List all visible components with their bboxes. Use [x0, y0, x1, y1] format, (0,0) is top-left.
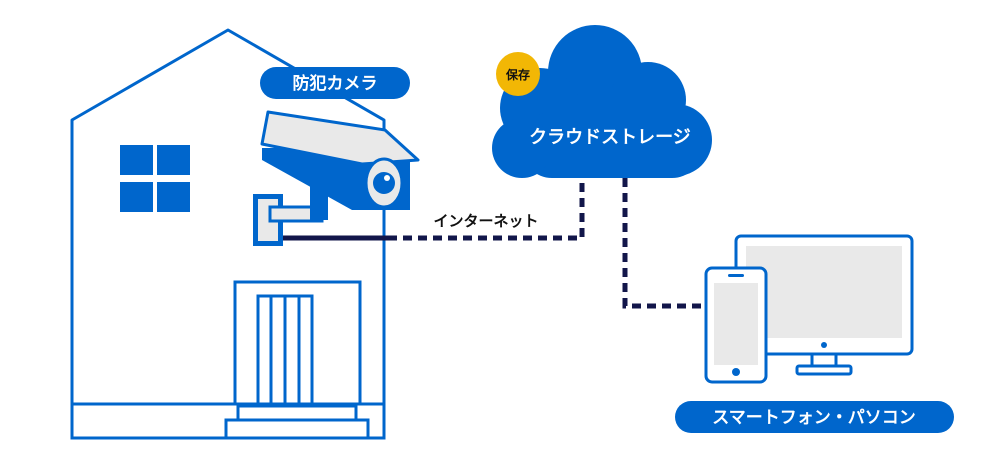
monitor-icon	[734, 234, 914, 376]
devices-label-text: スマートフォン・パソコン	[712, 408, 916, 428]
save-badge-text: 保存	[505, 67, 530, 82]
internet-label: インターネット	[433, 212, 538, 230]
internet-link	[388, 178, 585, 241]
connection-lines	[280, 178, 714, 309]
cloud-label: クラウドストレージ	[529, 127, 691, 148]
camera-label: 防犯カメラ	[260, 67, 410, 99]
smartphone-icon	[704, 266, 768, 384]
security-camera-icon	[253, 110, 420, 246]
house-window	[120, 145, 190, 212]
camera-label-text: 防犯カメラ	[293, 73, 378, 94]
cloud-icon	[492, 25, 712, 178]
house-door	[233, 280, 362, 406]
device-link	[622, 178, 714, 309]
devices-label: スマートフォン・パソコン	[675, 401, 954, 433]
house-base	[70, 402, 386, 440]
save-badge: 保存	[496, 52, 540, 96]
